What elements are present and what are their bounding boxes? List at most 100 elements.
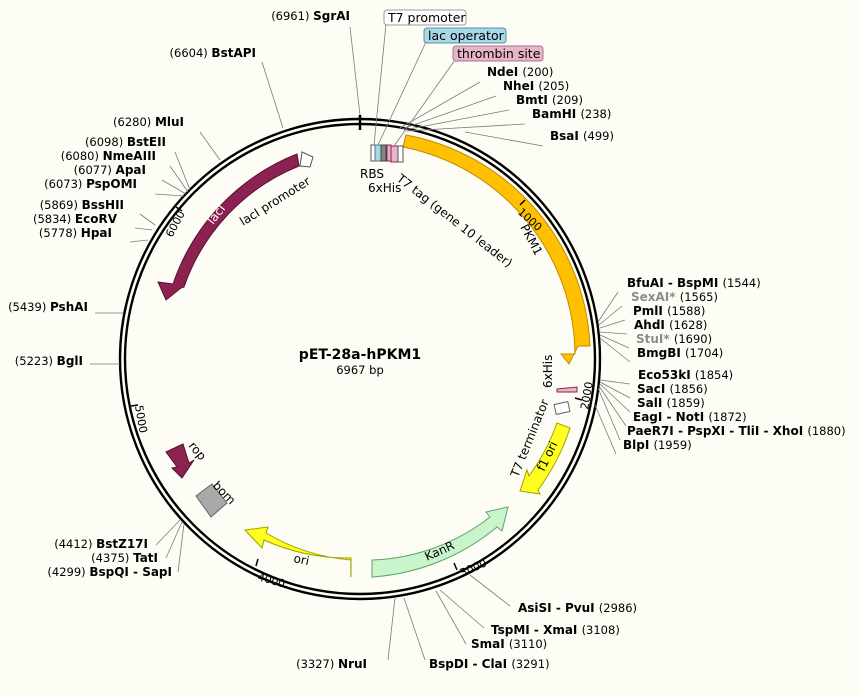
restriction-site-label[interactable]: BsaI (499) (550, 129, 614, 143)
site-leader-line (403, 109, 510, 131)
label-rbs: RBS (360, 167, 384, 181)
site-leader-line (155, 519, 181, 546)
feature-leader-line (377, 41, 427, 146)
feature-t7-tag[interactable] (397, 145, 404, 163)
tick-5000: 5000 (130, 404, 150, 434)
site-leader-line (134, 227, 153, 231)
restriction-site-label[interactable]: Eco53kI (1854) (638, 368, 733, 382)
feature-laci[interactable] (157, 153, 300, 301)
feature-lac-operator[interactable] (374, 144, 382, 162)
feature-label-box (383, 9, 467, 26)
feature-label-box (452, 45, 544, 62)
restriction-site-label[interactable]: PmlI (1588) (633, 304, 705, 318)
site-leader-line (435, 590, 467, 645)
restriction-site-label[interactable]: BlpI (1959) (623, 438, 692, 452)
site-leader-line (599, 334, 630, 349)
site-leader-line (169, 165, 189, 193)
site-label-layer: (6961) SgrAI (6604) BstAPI (6280) MluI (609… (8, 9, 846, 671)
site-leader-line (599, 337, 631, 363)
restriction-site-label[interactable]: NdeI (200) (487, 65, 553, 79)
feature-his-left[interactable] (386, 144, 392, 162)
site-leader-line (349, 26, 361, 116)
restriction-site-label[interactable]: (6073) PspOMI (44, 177, 137, 191)
restriction-site-label[interactable]: (5223) BglI (15, 354, 83, 368)
site-leader-line (129, 239, 149, 243)
restriction-site-label[interactable]: BfuAI - BspMI (1544) (627, 276, 761, 290)
restriction-site-label[interactable]: (4375) TatI (91, 551, 158, 565)
feature-thrombin-site[interactable] (390, 145, 399, 163)
site-leader-line (387, 597, 396, 661)
tick-2000: 2000 (574, 381, 596, 411)
restriction-site-label[interactable]: AhdI (1628) (634, 318, 707, 332)
restriction-site-label[interactable]: (6080) NmeAIII (61, 149, 156, 163)
restriction-site-label[interactable]: SacI (1856) (637, 382, 708, 396)
restriction-site-label[interactable]: SalI (1859) (637, 396, 705, 410)
svg-text:2000: 2000 (578, 381, 596, 411)
restriction-site-label[interactable]: AsiSI - PvuI (2986) (518, 601, 637, 615)
restriction-site-label[interactable]: BspDI - ClaI (3291) (429, 657, 550, 671)
restriction-site-label[interactable]: (6077) ApaI (74, 163, 146, 177)
restriction-site-label[interactable]: (6961) SgrAI (271, 9, 350, 23)
restriction-site-label[interactable]: (6280) MluI (113, 115, 184, 129)
plasmid-name: pET-28a-hPKM1 (299, 347, 421, 363)
restriction-site-label[interactable]: (5439) PshAI (8, 300, 88, 314)
restriction-site-label[interactable]: BmgBI (1704) (637, 346, 723, 360)
restriction-site-label[interactable]: (5869) BssHII (40, 198, 124, 212)
restriction-site-label[interactable]: (3327) NruI (296, 657, 367, 671)
tick-4000: 4000 (255, 558, 287, 591)
restriction-site-label[interactable]: (6604) BstAPI (170, 46, 256, 60)
restriction-site-label[interactable]: SmaI (3110) (471, 637, 547, 651)
restriction-site-label[interactable]: PaeR7I - PspXI - TliI - XhoI (1880) (627, 424, 846, 438)
feature-rop[interactable] (165, 443, 195, 479)
feature-label-box (423, 27, 507, 44)
site-leader-line (165, 521, 183, 559)
restriction-site-label[interactable]: (6098) BstEII (85, 135, 166, 149)
site-leader-line (399, 81, 481, 129)
site-leader-line (599, 381, 631, 399)
feature-kanr[interactable] (371, 506, 509, 578)
site-leader-line (403, 597, 426, 661)
svg-text:5000: 5000 (132, 404, 150, 434)
site-leader-line (154, 193, 185, 197)
svg-text:4000: 4000 (256, 570, 286, 590)
restriction-site-label[interactable]: (4299) BspQI - SapI (47, 565, 172, 579)
site-leader-line (469, 574, 511, 607)
site-leader-line (594, 404, 617, 455)
site-leader-line (597, 387, 621, 441)
svg-text:3000: 3000 (458, 556, 489, 579)
site-leader-line (599, 319, 626, 329)
boxed-label-layer: T7 promoter lac operator thrombin site (373, 9, 544, 147)
feature-f1-ori[interactable] (519, 422, 571, 495)
label-ori: ori (292, 551, 310, 568)
feature-t7-terminator[interactable] (553, 401, 571, 415)
restriction-site-label[interactable]: SexAI* (1565) (631, 290, 718, 304)
site-leader-line (199, 131, 221, 161)
feature-laci-promoter[interactable] (299, 151, 314, 168)
label-rop: rop (186, 439, 209, 463)
feature-pkm1[interactable] (402, 134, 591, 365)
feature-t7-promoter[interactable] (370, 144, 376, 162)
site-leader-line (464, 131, 544, 147)
restriction-site-label[interactable]: (5834) EcoRV (33, 212, 118, 226)
feature-label-lac: lac operator (428, 28, 505, 43)
restriction-site-label[interactable]: BmtI (209) (516, 93, 583, 107)
feature-rbs[interactable] (380, 144, 387, 162)
feature-label-thr: thrombin site (457, 46, 541, 61)
feature-label-t7p: T7 promoter (387, 10, 466, 25)
restriction-site-label[interactable]: (4412) BstZ17I (54, 537, 148, 551)
restriction-site-label[interactable]: NheI (205) (503, 79, 569, 93)
plasmid-size: 6967 bp (336, 363, 384, 377)
feature-bom[interactable] (195, 483, 228, 518)
restriction-site-label[interactable]: EagI - NotI (1872) (633, 410, 747, 424)
feature-leader-line (393, 59, 456, 147)
restriction-site-label[interactable]: BamHI (238) (532, 107, 611, 121)
site-leader-line (599, 379, 631, 385)
site-leader-line (439, 589, 485, 629)
restriction-site-label[interactable]: (5778) HpaI (39, 226, 112, 240)
restriction-site-label[interactable]: TspMI - XmaI (3108) (491, 623, 620, 637)
site-leader-line (161, 179, 187, 195)
site-leader-line (597, 291, 619, 323)
feature-ori[interactable] (243, 526, 352, 578)
feature-his-right[interactable] (556, 386, 578, 393)
restriction-site-label[interactable]: StuI* (1690) (636, 332, 712, 346)
